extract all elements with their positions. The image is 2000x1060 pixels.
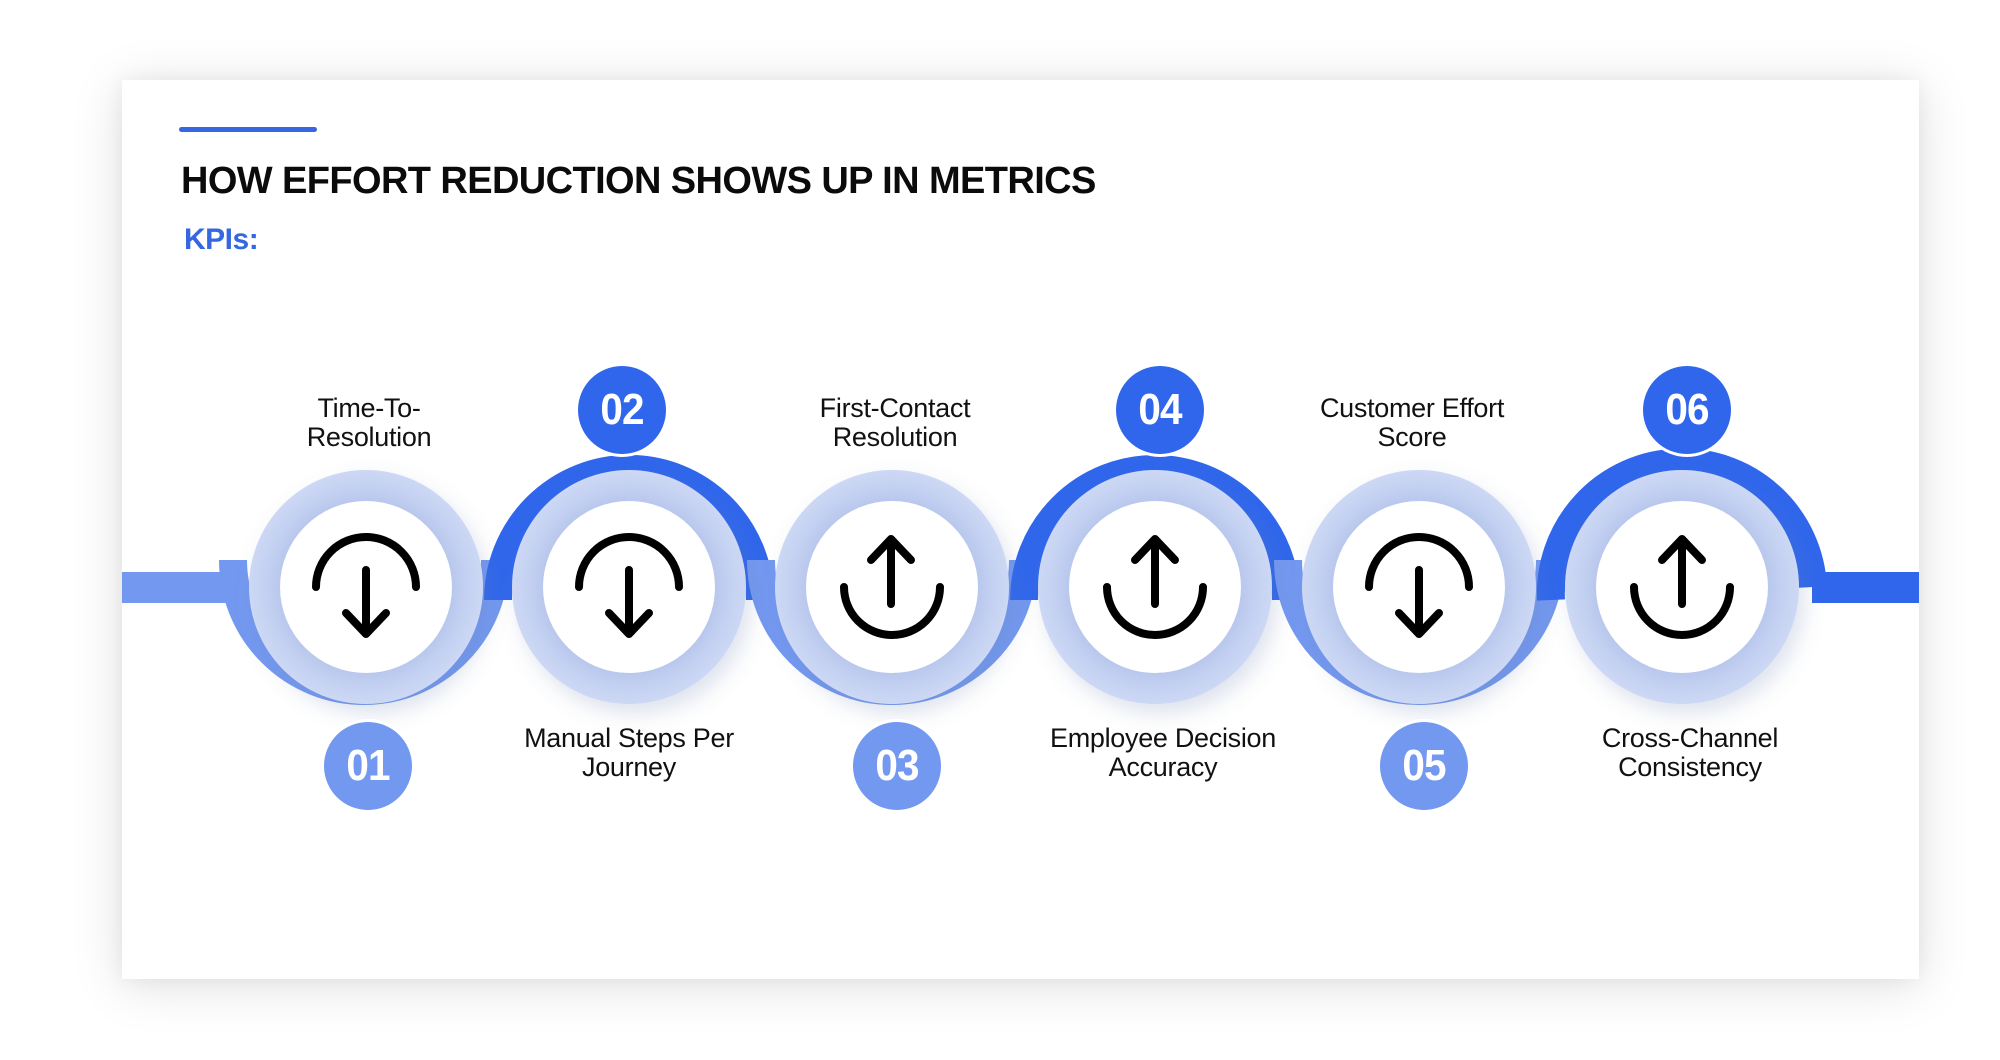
kpi-label-line: Cross-Channel	[1601, 723, 1779, 753]
kpi-label-line: First-Contact	[819, 393, 971, 423]
kpi-label-line: Resolution	[306, 422, 432, 452]
kpi-label-line: Accuracy	[1108, 752, 1218, 782]
kpi-label-line: Score	[1377, 422, 1447, 452]
kpi-label-line: Consistency	[1618, 752, 1762, 782]
kpi-label-line: Journey	[582, 752, 676, 782]
kpi-label-02: Manual Steps Per Journey	[479, 724, 779, 782]
kpi-label-line: Manual Steps Per	[524, 723, 734, 753]
kpi-label-06: Cross-Channel Consistency	[1540, 724, 1840, 782]
arc-02	[484, 455, 774, 601]
page-title: HOW EFFORT REDUCTION SHOWS UP IN METRICS	[181, 160, 1096, 202]
badge-number-05: 05	[1402, 741, 1446, 790]
kpi-label-03: First-Contact Resolution	[745, 394, 1045, 452]
badge-number-06: 06	[1665, 385, 1709, 434]
left-connector-bar	[122, 572, 232, 603]
arc-06	[1536, 448, 1827, 601]
badge-number-02: 02	[600, 385, 644, 434]
kpi-label-line: Employee Decision	[1049, 723, 1276, 753]
arrow-up-from-arc-icon	[1103, 535, 1207, 639]
arrow-up-from-arc-icon	[840, 535, 944, 639]
arrow-up-from-arc-icon	[1630, 535, 1734, 639]
kpi-label-line: Customer Effort	[1319, 393, 1505, 423]
badge-number-03: 03	[875, 741, 919, 790]
arc-04	[1010, 455, 1300, 601]
title-accent-line	[179, 127, 317, 132]
badge-number-01: 01	[346, 741, 390, 790]
kpi-label-line: Time-To-	[317, 393, 421, 423]
kpi-label-04: Employee Decision Accuracy	[1013, 724, 1313, 782]
arrow-down-from-arc-icon	[1365, 533, 1473, 638]
kpi-label-01: Time-To- Resolution	[219, 394, 519, 452]
arrow-down-from-arc-icon	[312, 533, 420, 638]
arrow-down-from-arc-icon	[575, 533, 683, 638]
right-connector-bar	[1812, 572, 1919, 603]
kpi-label-05: Customer Effort Score	[1262, 394, 1562, 452]
number-badges	[321, 363, 1734, 813]
kpis-subtitle: KPIs:	[184, 223, 259, 256]
kpi-label-line: Resolution	[832, 422, 958, 452]
badge-number-04: 04	[1138, 385, 1182, 434]
